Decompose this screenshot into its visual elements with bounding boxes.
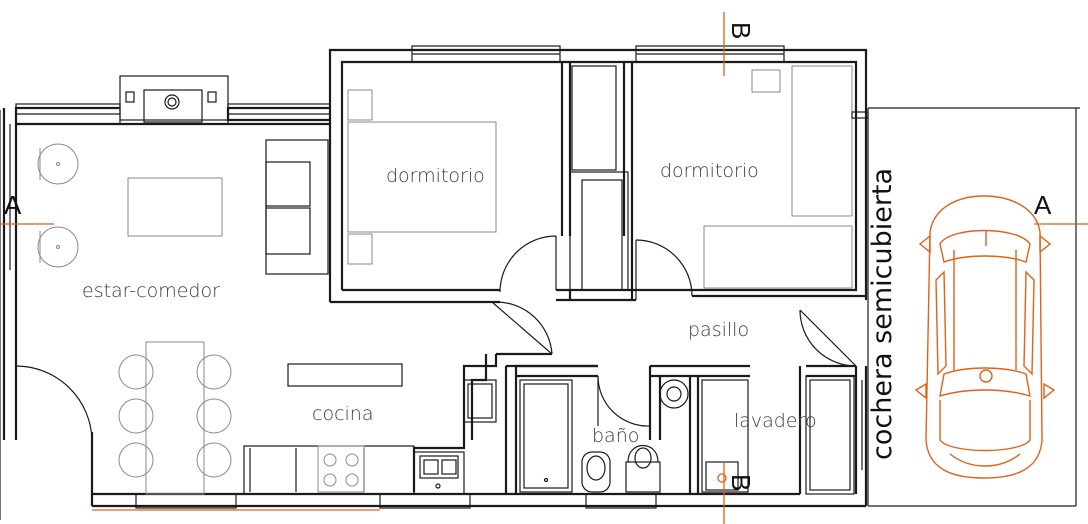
fireplace bbox=[125, 89, 217, 123]
bathroom-fixtures bbox=[519, 379, 689, 493]
kitchen-furniture bbox=[243, 363, 497, 495]
room-label-cocina: cocina bbox=[312, 403, 373, 425]
car-icon bbox=[914, 195, 1056, 479]
windows bbox=[15, 45, 785, 509]
carport bbox=[851, 107, 1080, 507]
section-mark-b-top: B bbox=[726, 22, 756, 39]
living-furniture bbox=[37, 139, 329, 495]
room-label-dormitorio-2: dormitorio bbox=[660, 160, 759, 182]
section-mark-a-right: A bbox=[1034, 190, 1052, 220]
room-label-bano: baño bbox=[592, 425, 639, 447]
section-mark-a-left: A bbox=[4, 190, 22, 220]
room-label-cochera: cochera semicubierta bbox=[867, 168, 898, 460]
room-label-estar-comedor: estar-comedor bbox=[82, 280, 220, 302]
section-lines bbox=[0, 12, 1088, 524]
laundry-fixtures bbox=[701, 375, 855, 495]
doors bbox=[15, 235, 857, 441]
bed-dormitorio-1 bbox=[347, 89, 497, 265]
room-label-dormitorio-1: dormitorio bbox=[386, 165, 485, 187]
room-label-lavadero: lavadero bbox=[734, 410, 817, 432]
bed-dormitorio-2 bbox=[703, 65, 853, 289]
room-label-pasillo: pasillo bbox=[688, 319, 749, 341]
section-mark-b-bottom: B bbox=[726, 474, 756, 491]
